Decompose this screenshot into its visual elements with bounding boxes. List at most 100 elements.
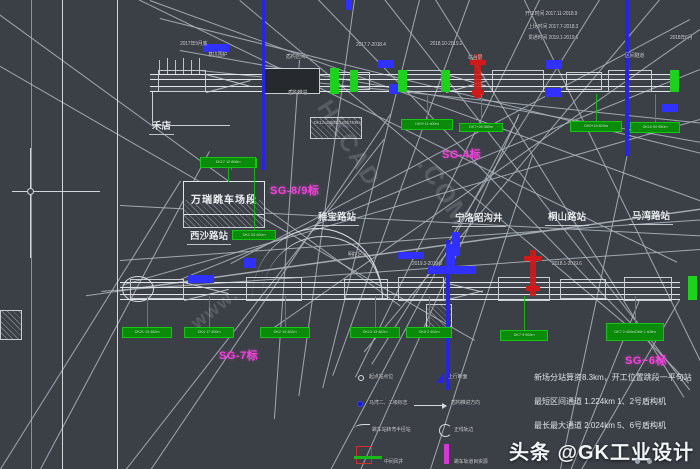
cad-annotation: 盾构区间 [286, 54, 306, 60]
construction-tag-leader [147, 296, 148, 327]
construction-tag-leader [285, 296, 286, 327]
branding-watermark: 头条 @GK工业设计 [508, 442, 694, 464]
legend-circle-open-icon [358, 375, 364, 381]
cad-annotation: 2019.3-2019.8 [412, 261, 442, 267]
legend-red-box-icon [356, 446, 372, 464]
cad-annotation: 开工时间 2017.11-2018.9 [525, 11, 578, 17]
construction-tag[interactable]: DK7+26·380m [459, 123, 503, 132]
legend-curve-icon [354, 424, 370, 433]
legend-label-5: 正线轨边 [454, 427, 474, 433]
legend-label-0: 起点站点位 [369, 374, 394, 380]
construction-tag[interactable]: DK13·13·482m [350, 327, 400, 338]
construction-tag-text: DK2·13·402m [273, 329, 297, 335]
legend-label-3: 上行断面 [448, 374, 468, 380]
construction-tag-leader [481, 94, 482, 123]
watermark-text: HKCAD [311, 95, 386, 192]
construction-tag-text: DK8·1·405m [635, 328, 656, 334]
construction-tag-text: DK5·2·402m [418, 329, 440, 335]
legend: 起点站点位 马湾二、二级标志 跳车站转弯半径站 上行断面 盾构推进方向 正线轨边… [352, 372, 532, 467]
construction-tag-leader [655, 94, 656, 122]
construction-tag-leader [635, 296, 636, 323]
legend-arrow-curl-icon [439, 424, 452, 437]
cad-annotation: 站台层 [468, 55, 483, 61]
construction-tag-leader [231, 168, 232, 170]
construction-tag[interactable]: DK10·00·950m [630, 122, 680, 133]
cad-annotation: 基坑围护 [208, 52, 228, 58]
construction-tag[interactable]: DK4·17·400m [184, 327, 234, 338]
crosshair-horizontal [12, 191, 100, 193]
section-label[interactable]: SG-4标 [442, 149, 482, 161]
legend-triangle-blue-icon [436, 372, 444, 383]
cad-annotation: 上场时间 2017.7-2018.3 [528, 24, 579, 30]
construction-tag[interactable]: DK7·3·900m [500, 330, 548, 341]
legend-label-2: 跳车站转弯半径站 [372, 427, 411, 433]
construction-tag-leader [524, 296, 525, 330]
cad-annotation: 2018.10-2019.2 [430, 41, 463, 47]
construction-tag[interactable]: DK5·2·402m [406, 327, 452, 338]
depot-hatch-left [0, 310, 22, 340]
station-name[interactable]: 西沙路站 [190, 231, 229, 242]
station-name[interactable]: 宁洛昭沟井 [455, 213, 503, 224]
cad-annotation: 2017.7-2018.4 [356, 42, 386, 48]
station-name[interactable]: 马湾路站 [632, 211, 671, 222]
crosshair-vertical-extend [31, 0, 33, 469]
cad-annotation: 2018年6月 [670, 35, 693, 41]
depot-label: 万瑞跳车场段 [191, 194, 257, 206]
construction-tag[interactable]: DK2·13·402m [260, 327, 310, 338]
construction-tag[interactable]: DK9+18·820m [570, 121, 622, 132]
construction-tag[interactable]: DK5+11·400m [401, 119, 453, 130]
cad-annotation: 盾构推进 [288, 90, 308, 96]
cad-annotation: 贯通时间 2019.1-2019.6 [528, 35, 579, 41]
pickbox-icon [27, 188, 34, 195]
crosshair-vertical [30, 148, 32, 258]
section-label[interactable]: SG-7标 [219, 350, 259, 362]
legend-label-6: 中间风井 [384, 459, 404, 465]
legend-arrow-right-icon [414, 402, 447, 409]
note-line-1: 最短区间通道 1.224km 1、2号盾构机 [534, 397, 667, 406]
construction-tag-text: DK7+26·380m [469, 124, 493, 130]
construction-tag-text: DK7·3·900m [513, 332, 535, 338]
legend-label-4: 盾构推进方向 [451, 400, 480, 406]
station-name-underline [629, 224, 673, 225]
construction-tag[interactable]: DK21·13·482m [122, 327, 172, 338]
construction-tag-leader [375, 296, 376, 327]
cad-annotation: 区间隧道 [625, 53, 645, 59]
legend-label-7: 跳车轨道目资源 [454, 459, 488, 465]
watermark-text: .COM [411, 151, 478, 232]
construction-tag-leader [209, 296, 210, 327]
legend-green-bar-icon [354, 456, 382, 459]
depot-construction-tag[interactable]: DK17·12·808m [200, 157, 256, 168]
station-name[interactable]: 桐山路站 [548, 212, 587, 223]
station-name-underline [452, 226, 506, 227]
legend-circle-blue-icon [357, 401, 363, 407]
construction-tag-leader [427, 94, 428, 119]
cad-annotation: 2018.1-2019.6 [552, 261, 582, 267]
construction-tag-text: DK7·2·400m [614, 328, 635, 334]
station-name[interactable]: 禾店 [152, 121, 172, 132]
watermark-text: www. [187, 283, 243, 333]
construction-tag-text: DK13·13·482m [362, 329, 388, 335]
station-name[interactable]: 稚宝路站 [318, 212, 357, 223]
construction-tag-leader [254, 168, 255, 230]
station-name-underline [187, 244, 231, 245]
section-label[interactable]: SG-8/9标 [270, 185, 320, 197]
depot-tag-leader [228, 168, 229, 182]
legend-magenta-bar-icon [444, 444, 449, 464]
construction-tag-text: DK4·17·400m [197, 329, 221, 335]
note-line-0: 新场分站算资8.3km，开工位置跳段一平句站 [534, 373, 692, 382]
legend-label-1: 马湾二、二级标志 [369, 400, 408, 406]
construction-tag-text: DK10·00·950m [642, 124, 668, 130]
construction-tag-text: DK5+11·400m [415, 121, 439, 127]
construction-tag-text: DK21·13·482m [134, 329, 160, 335]
construction-tag[interactable]: DK1·03·400m [232, 230, 276, 240]
section-label[interactable]: SG~6标 [625, 355, 667, 367]
construction-tag-text: DK9+18·820m [584, 123, 608, 129]
cad-annotation: 2017年9月底 [180, 41, 208, 47]
station-name-underline [545, 225, 589, 226]
station-name-underline [149, 134, 174, 135]
cad-annotation: 明挖区间 [348, 252, 368, 258]
construction-tag-leader [429, 296, 430, 327]
depot-box[interactable]: 万瑞跳车场段 [183, 181, 265, 215]
